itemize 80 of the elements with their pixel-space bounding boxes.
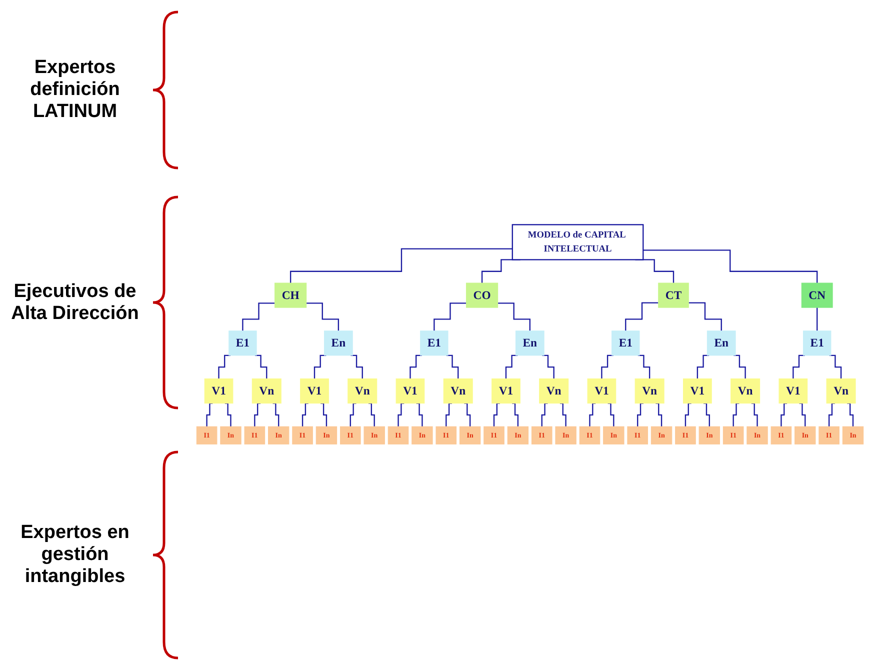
node-box: Vn (252, 378, 282, 404)
node-box: CO (466, 282, 498, 308)
node-box: E1 (228, 330, 257, 356)
node-box: En (706, 330, 736, 356)
connector (242, 302, 275, 332)
connector (512, 402, 519, 427)
connector (799, 402, 806, 427)
tier-label: Expertos en gestión intangibles (20, 522, 130, 588)
connector (368, 402, 375, 427)
connector (498, 302, 530, 332)
connector (541, 402, 548, 427)
connector (542, 354, 554, 379)
node-box: E1 (420, 330, 448, 356)
node-box: V1 (778, 378, 808, 404)
node-box: CN (801, 282, 833, 308)
connector (638, 354, 650, 379)
tier-label: Expertos definición LATINUM (29, 57, 121, 123)
connector (302, 402, 308, 427)
connector (816, 306, 818, 332)
node-box: En (324, 330, 353, 356)
connector (350, 402, 356, 427)
connector (704, 402, 710, 427)
connector (601, 354, 614, 379)
connector (625, 302, 658, 332)
connector (493, 402, 500, 427)
connector (410, 354, 422, 379)
connector (254, 354, 268, 379)
node-box: Vn (826, 378, 856, 404)
connector (608, 402, 614, 427)
node-box: Vn (730, 378, 760, 404)
node-box: Vn (634, 378, 664, 404)
connector (314, 354, 326, 379)
connector (320, 402, 328, 427)
node-box: CH (274, 282, 307, 308)
connector (688, 302, 722, 332)
connector (828, 402, 835, 427)
connector (224, 402, 232, 427)
connector (416, 402, 423, 427)
connector (254, 402, 260, 427)
node-box: V1 (300, 378, 329, 404)
connector (734, 354, 746, 379)
node-box: V1 (204, 378, 234, 404)
connector (792, 354, 805, 379)
connector (637, 402, 644, 427)
connector (696, 354, 710, 379)
connector (350, 354, 363, 379)
connector (780, 402, 788, 427)
node-box: Vn (443, 378, 473, 404)
connector (560, 402, 566, 427)
node-box: V1 (683, 378, 712, 404)
connector (434, 302, 466, 332)
node-box: MODELO de CAPITAL INTELECTUAL (512, 224, 644, 260)
connector (829, 354, 842, 379)
connector (847, 402, 854, 427)
connector (446, 402, 452, 427)
node-box: V1 (492, 378, 520, 404)
connector (732, 402, 740, 427)
connector (218, 354, 230, 379)
node-box: En (515, 330, 544, 356)
connector (272, 402, 280, 427)
node-box: V1 (587, 378, 616, 404)
node-box: V1 (396, 378, 425, 404)
connector (751, 402, 758, 427)
connector (684, 402, 692, 427)
connector (505, 354, 518, 379)
connector (206, 402, 213, 427)
connector (306, 302, 340, 332)
tier-label: Ejecutivos de Alta Dirección (10, 280, 140, 324)
node-box: CT (658, 282, 689, 308)
connector (643, 249, 818, 284)
connector (589, 402, 596, 427)
connector (656, 402, 662, 427)
node-box: E1 (803, 330, 832, 356)
node-box: E1 (612, 330, 640, 356)
node-box: Vn (348, 378, 378, 404)
connector (398, 402, 404, 427)
connector (464, 402, 471, 427)
connector (290, 248, 512, 284)
node-box: Vn (539, 378, 569, 404)
connector (446, 354, 459, 379)
